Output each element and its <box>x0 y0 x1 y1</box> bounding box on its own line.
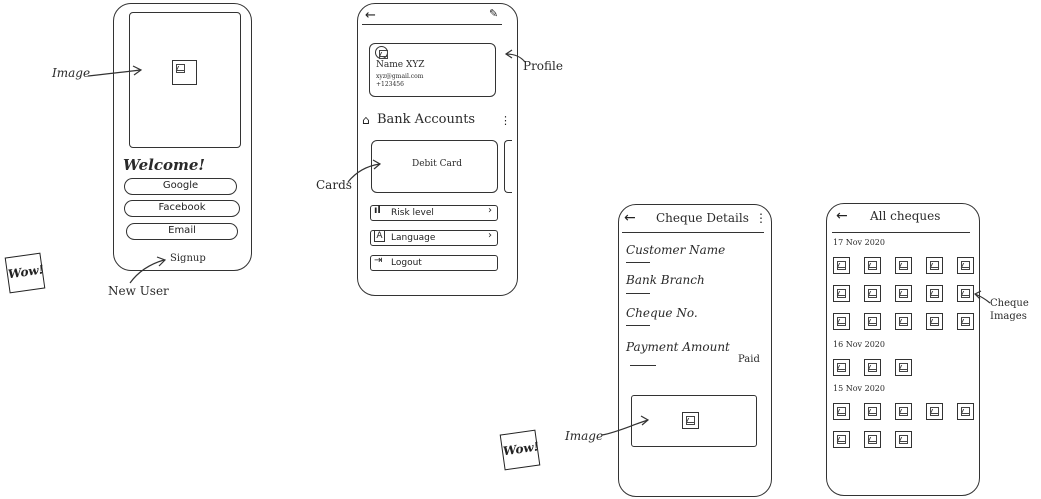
cheque-image-placeholder[interactable] <box>631 395 757 447</box>
bank-icon: ⌂ <box>362 113 370 127</box>
field-underline <box>626 262 650 263</box>
cheque-thumbnail[interactable] <box>957 257 974 274</box>
image-icon <box>172 60 197 85</box>
facebook-button[interactable]: Facebook <box>124 200 240 217</box>
logout-icon: ⇥ <box>374 255 383 266</box>
cheque-details-title: Cheque Details <box>656 211 749 225</box>
cheque-thumbnail[interactable] <box>926 403 943 420</box>
more-vertical-icon[interactable]: ⋮ <box>500 114 511 127</box>
risk-level-item[interactable]: Risk level <box>370 205 498 221</box>
cheque-thumbnail[interactable] <box>864 359 881 376</box>
date-heading: 16 Nov 2020 <box>833 340 885 349</box>
annotation-image-cheque: Image <box>565 429 604 443</box>
annotation-arrow-login-image <box>87 65 143 77</box>
email-button[interactable]: Email <box>126 223 238 240</box>
cheque-thumbnail[interactable] <box>895 257 912 274</box>
cheque-thumbnail[interactable] <box>895 431 912 448</box>
avatar-icon <box>375 46 388 59</box>
next-card-peek[interactable] <box>504 140 512 193</box>
more-vertical-icon[interactable]: ⋮ <box>755 211 767 225</box>
cheque-thumbnail[interactable] <box>926 257 943 274</box>
cheque-thumbnail[interactable] <box>833 285 850 302</box>
cheque-thumbnail[interactable] <box>864 431 881 448</box>
risk-level-label: Risk level <box>391 208 434 218</box>
field-underline <box>630 365 656 366</box>
cheque-thumbnail[interactable] <box>864 285 881 302</box>
welcome-heading: Welcome! <box>123 156 206 174</box>
date-heading: 17 Nov 2020 <box>833 238 885 247</box>
cheque-thumbnail[interactable] <box>926 285 943 302</box>
payment-amount-field: Payment Amount <box>626 340 730 354</box>
language-icon: A <box>374 230 385 242</box>
header-divider <box>362 24 502 25</box>
customer-name-field: Customer Name <box>626 243 726 257</box>
wow-sticker: Wow! <box>4 252 46 294</box>
cheque-thumbnail[interactable] <box>833 313 850 330</box>
bank-accounts-heading: Bank Accounts <box>377 112 476 127</box>
logout-item[interactable]: Logout <box>370 255 498 271</box>
cheque-thumbnail[interactable] <box>833 359 850 376</box>
cheque-thumbnail[interactable] <box>833 257 850 274</box>
debit-card-label: Debit Card <box>412 159 462 169</box>
date-heading: 15 Nov 2020 <box>833 384 885 393</box>
cheque-thumbnail[interactable] <box>833 403 850 420</box>
header-divider <box>832 232 970 233</box>
annotation-arrow-profile <box>504 49 526 63</box>
bar-chart-icon: ıl <box>374 205 381 216</box>
login-image-placeholder <box>129 12 241 148</box>
cheque-thumbnail[interactable] <box>957 403 974 420</box>
annotation-arrow-cards <box>347 159 382 183</box>
all-cheques-title: All cheques <box>870 209 941 223</box>
cheque-thumbnail[interactable] <box>957 313 974 330</box>
annotation-profile: Profile <box>523 59 563 73</box>
cheque-thumbnail[interactable] <box>895 359 912 376</box>
profile-name: Name XYZ <box>376 60 425 70</box>
bank-branch-field: Bank Branch <box>626 273 705 287</box>
cheque-thumbnail[interactable] <box>895 403 912 420</box>
cheque-details-screen <box>618 204 772 497</box>
cheque-thumbnail[interactable] <box>895 285 912 302</box>
language-label: Language <box>391 233 436 243</box>
chevron-right-icon: › <box>488 205 492 216</box>
annotation-cards: Cards <box>316 178 352 192</box>
image-icon <box>682 412 699 429</box>
field-underline <box>626 325 650 326</box>
profile-email: xyz@gmail.com <box>376 73 424 80</box>
cheque-thumbnail[interactable] <box>833 431 850 448</box>
annotation-arrow-cheque-image <box>601 415 650 436</box>
field-underline <box>626 293 650 294</box>
header-divider <box>622 232 764 233</box>
arrow-left-icon[interactable]: ← <box>624 210 636 226</box>
cheque-thumbnail[interactable] <box>864 313 881 330</box>
cheque-thumbnail[interactable] <box>864 403 881 420</box>
pencil-icon[interactable]: ✎ <box>489 7 499 20</box>
arrow-left-icon[interactable]: ← <box>365 8 376 23</box>
language-item[interactable]: Language <box>370 230 498 246</box>
signup-link[interactable]: Signup <box>170 253 206 264</box>
cheque-number-field: Cheque No. <box>626 306 698 320</box>
logout-label: Logout <box>391 258 422 268</box>
annotation-arrow-cheque-images <box>973 290 991 304</box>
cheque-thumbnail[interactable] <box>895 313 912 330</box>
cheque-thumbnail[interactable] <box>957 285 974 302</box>
google-button[interactable]: Google <box>124 178 237 195</box>
annotation-image-login: Image <box>52 66 91 80</box>
profile-card[interactable] <box>369 43 496 97</box>
wow-sticker: Wow! <box>499 429 541 471</box>
annotation-new-user: New User <box>108 284 169 298</box>
cheque-thumbnail[interactable] <box>864 257 881 274</box>
annotation-cheque-images: Cheque Images <box>990 298 1029 322</box>
payment-status: Paid <box>738 354 760 365</box>
profile-phone: +123456 <box>376 81 404 88</box>
annotation-arrow-new-user <box>129 256 167 284</box>
cheque-thumbnail[interactable] <box>926 313 943 330</box>
arrow-left-icon[interactable]: ← <box>836 208 848 224</box>
chevron-right-icon: › <box>488 230 492 241</box>
